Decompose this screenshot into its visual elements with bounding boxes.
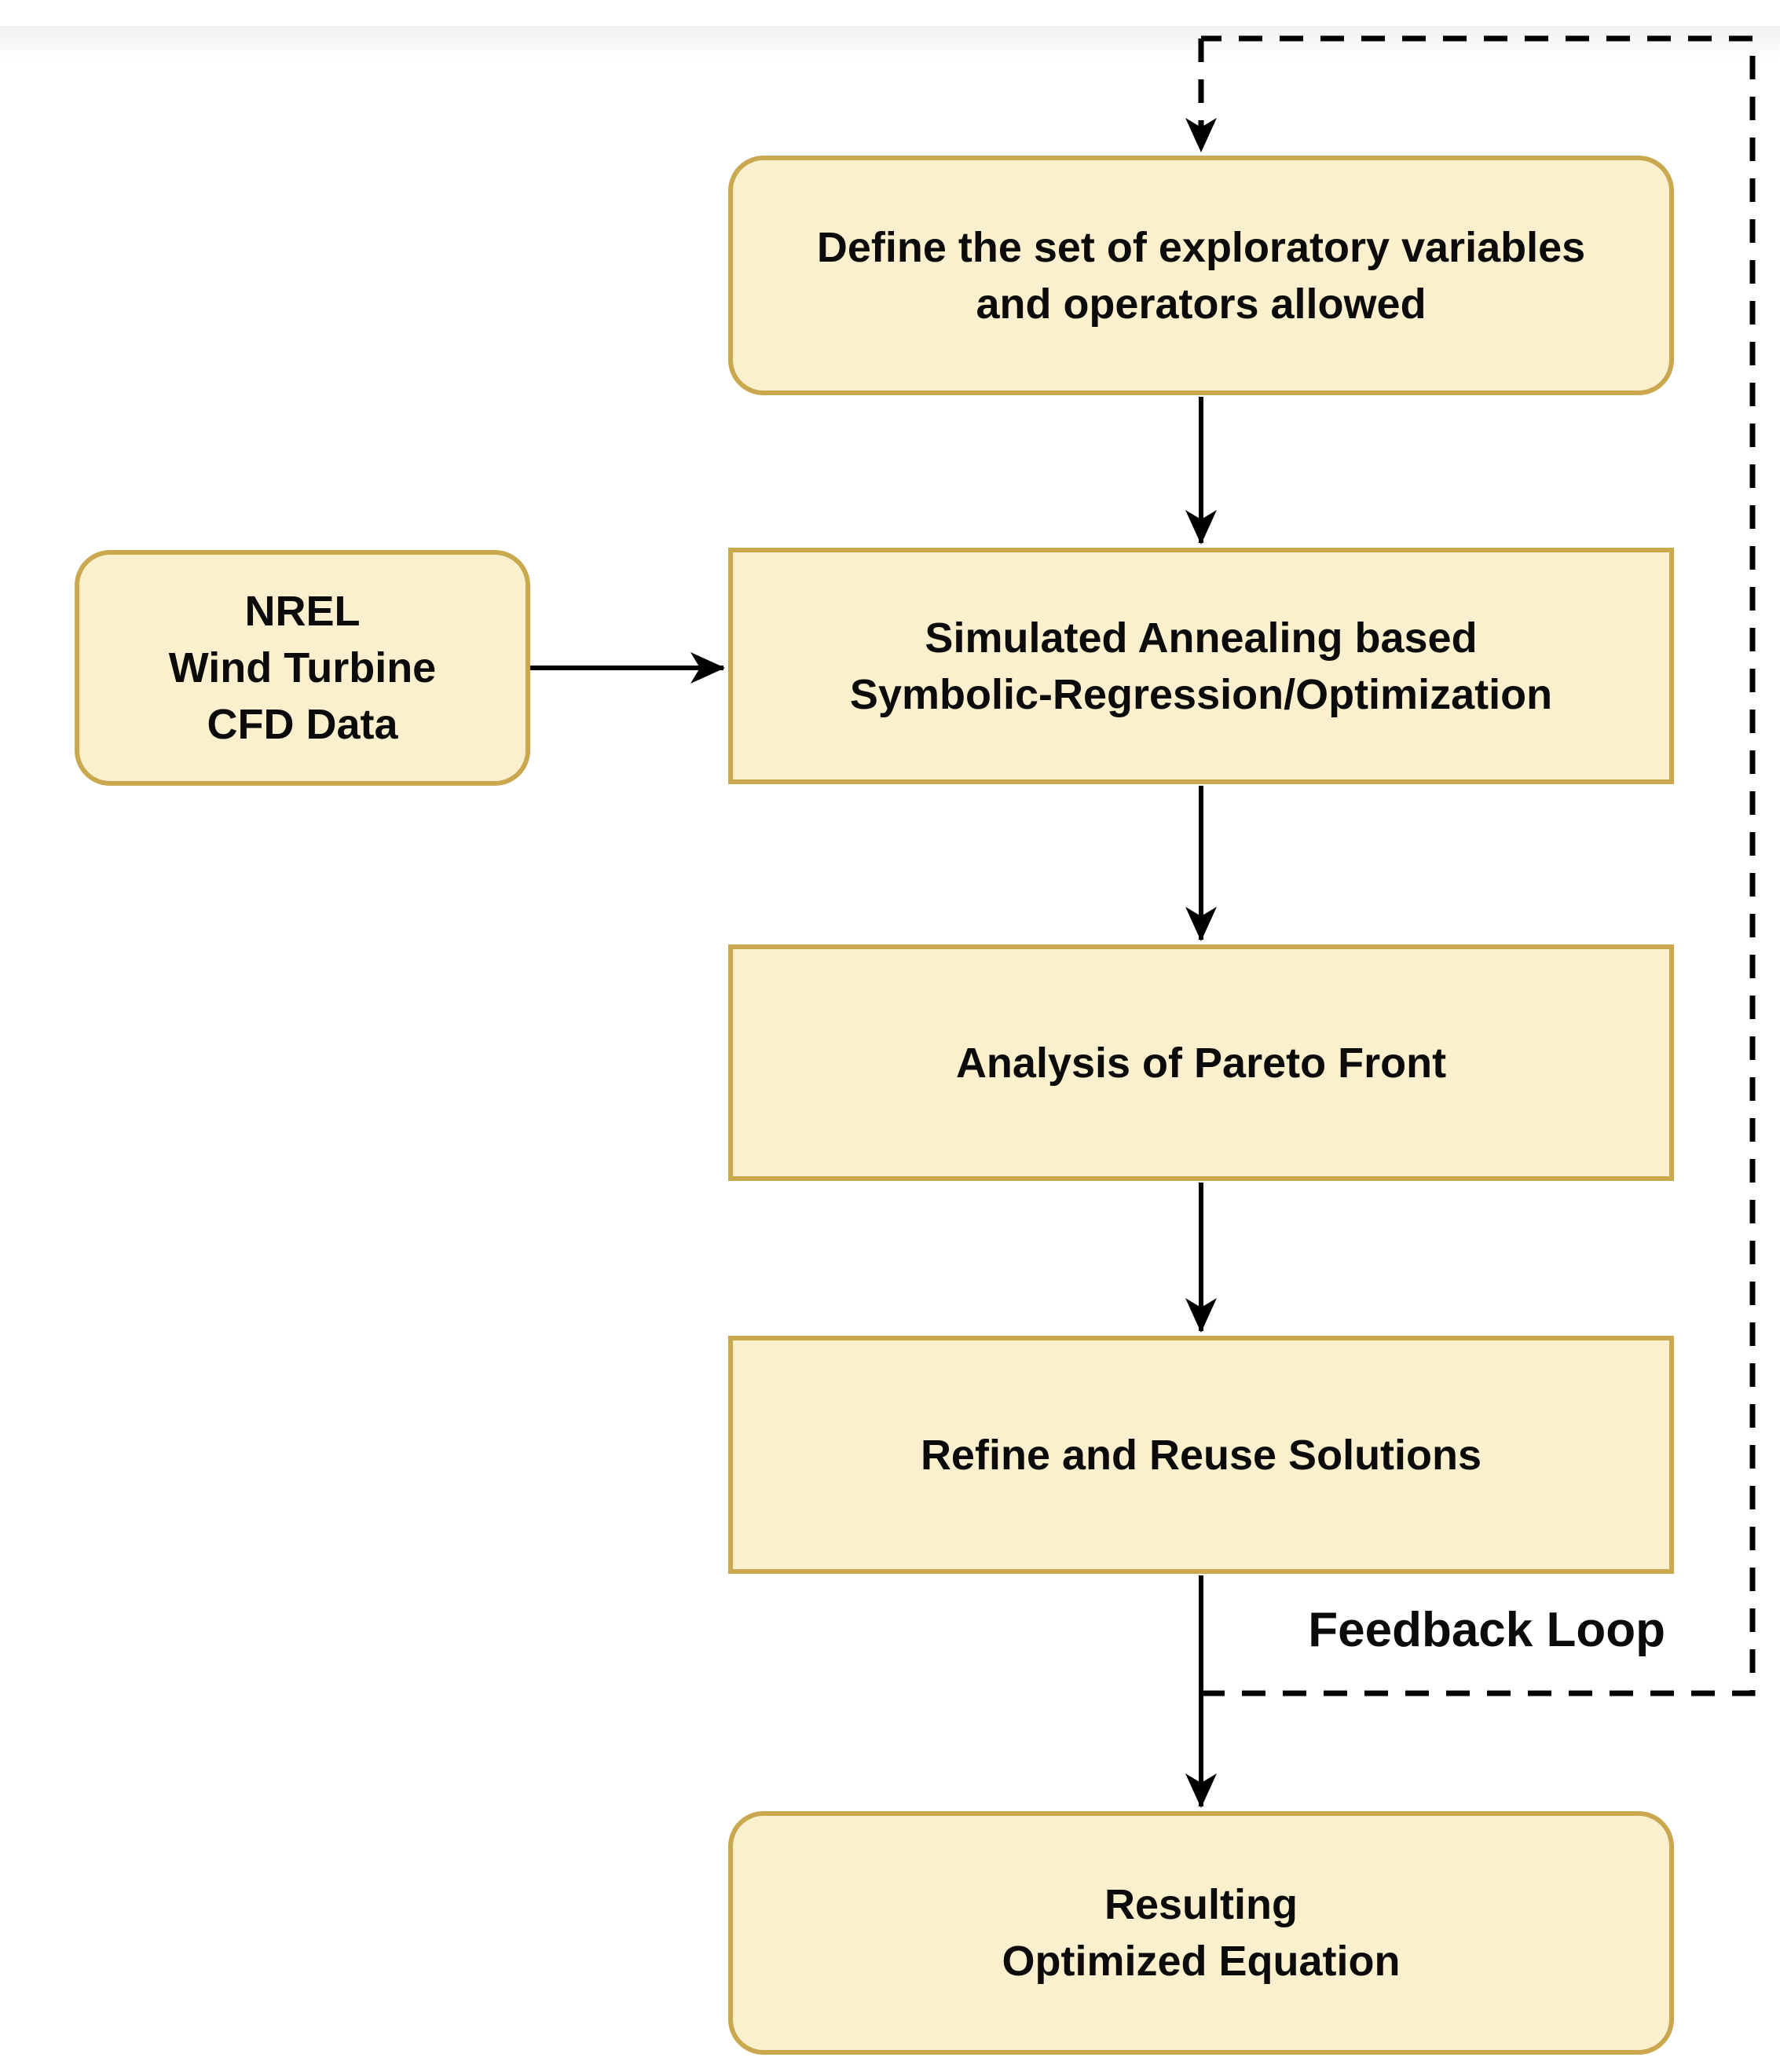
node-nrel-line-3: CFD Data xyxy=(207,701,398,748)
node-resulting-equation: Resulting Optimized Equation xyxy=(728,1811,1674,2055)
node-define-variables: Define the set of exploratory variables … xyxy=(728,156,1674,395)
node-define-line-2: and operators allowed xyxy=(976,280,1427,328)
node-nrel-line-1: NREL xyxy=(244,588,361,635)
node-nrel-line-2: Wind Turbine xyxy=(168,644,437,691)
node-nrel-cfd-data: NREL Wind Turbine CFD Data xyxy=(75,550,530,786)
node-refine-reuse: Refine and Reuse Solutions xyxy=(728,1336,1674,1574)
node-define-line-1: Define the set of exploratory variables xyxy=(816,223,1586,271)
feedback-loop-label: Feedback Loop xyxy=(1308,1603,1665,1657)
node-sa-line-2: Symbolic-Regression/Optimization xyxy=(849,670,1553,718)
node-refine-line-1: Refine and Reuse Solutions xyxy=(920,1431,1482,1479)
node-analysis-line-1: Analysis of Pareto Front xyxy=(955,1039,1447,1087)
node-sa-line-1: Simulated Annealing based xyxy=(925,614,1478,662)
node-result-line-2: Optimized Equation xyxy=(1002,1938,1401,1985)
node-pareto-analysis: Analysis of Pareto Front xyxy=(728,944,1674,1181)
node-simulated-annealing: Simulated Annealing based Symbolic-Regre… xyxy=(728,548,1674,784)
node-result-line-1: Resulting xyxy=(1104,1881,1298,1928)
